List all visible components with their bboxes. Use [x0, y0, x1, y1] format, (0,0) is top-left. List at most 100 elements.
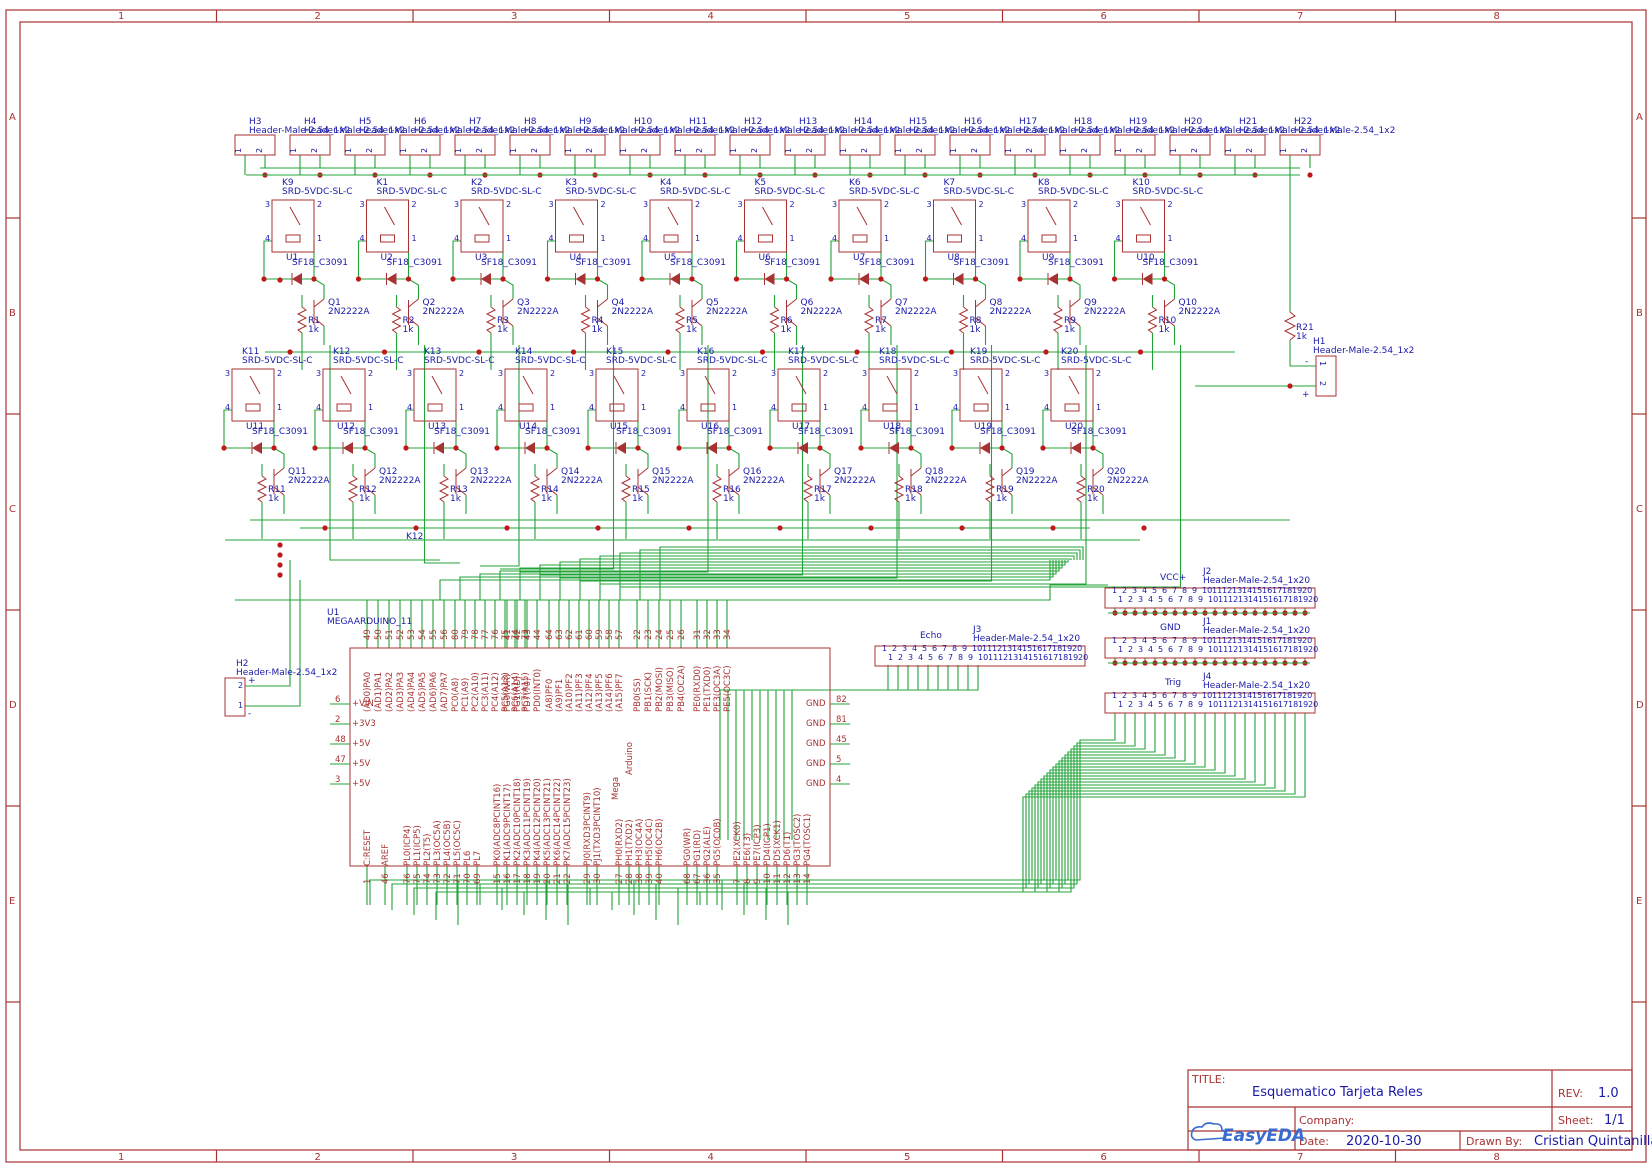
mcu-pin-number: 77	[481, 629, 491, 640]
relay-pin: 3	[589, 369, 594, 378]
relay-pin: 4	[927, 234, 932, 243]
transistor-emitter	[455, 486, 467, 496]
relay-contact	[977, 375, 989, 395]
header-pin-2: 2	[1300, 148, 1309, 153]
wire-segment	[655, 713, 1246, 920]
relay-pin: 3	[265, 200, 270, 209]
relay-coil	[852, 234, 868, 243]
header-pin-1: 1	[619, 148, 628, 153]
header20-pin: 3	[1132, 691, 1137, 700]
header20-pin: 17	[1272, 586, 1282, 595]
relay-pin: 3	[832, 200, 837, 209]
resistor-value: 1k	[450, 494, 462, 504]
header20-pin: 15	[1022, 644, 1032, 653]
transistor-ref: Q16	[743, 467, 762, 477]
wire-segment	[787, 713, 1306, 925]
header-pin-1: 1	[674, 148, 683, 153]
relay-ref: K17	[788, 347, 805, 357]
relay-contact	[573, 206, 584, 226]
relay-pin: 3	[407, 369, 412, 378]
header20-pin: 17	[1278, 595, 1288, 604]
header-body	[729, 134, 771, 156]
resistor-ref: R11	[268, 485, 286, 495]
relay-part: SRD-5VDC-SL-C	[515, 356, 586, 366]
relay-pin: 3	[680, 369, 685, 378]
junction-dot	[277, 552, 283, 558]
header20-body	[1104, 637, 1316, 659]
header20-pin: 10	[1202, 636, 1212, 645]
wire-segment	[500, 345, 615, 570]
mcu-pin-name: PD5(XCK1)	[773, 820, 783, 866]
mcu-pin-name: PC0(A8)	[451, 678, 461, 712]
resistor-zigzag	[529, 475, 541, 503]
header-body	[1169, 134, 1211, 156]
header20-pin: 10	[972, 644, 982, 653]
relay-coil	[700, 403, 716, 412]
mcu-pin-number: 40	[655, 873, 665, 884]
header20-pin: 1	[882, 644, 887, 653]
header20-pin: 16	[1262, 636, 1272, 645]
mcu-pin-number: 52	[396, 629, 406, 640]
transistor-part: 2N2222A	[1084, 307, 1126, 317]
transistor-emitter	[1069, 317, 1081, 327]
junction-dot	[1161, 276, 1168, 282]
header20-pin: 13	[1238, 595, 1248, 604]
junction-dot	[767, 445, 773, 451]
relay-contact	[856, 206, 868, 226]
transistor-part: 2N2222A	[1179, 307, 1221, 317]
grid-col-top: 8	[1494, 11, 1500, 22]
junction-dot	[1141, 525, 1147, 531]
header20-pin: 2	[1122, 586, 1127, 595]
wire-segment	[751, 665, 929, 840]
wire-segment	[245, 560, 291, 687]
resistor-ref: R2	[403, 316, 415, 326]
header-pin-2: 2	[750, 148, 759, 153]
wire-segment	[1001, 447, 1013, 468]
relay-body	[555, 199, 598, 253]
header20-title: Trig	[1164, 678, 1181, 688]
header20-ref: J2	[1202, 567, 1211, 577]
mcu-pin-name: PL1(ICP5)	[413, 825, 423, 866]
h1-plus: +	[1302, 390, 1310, 400]
relay-pin: 4	[771, 403, 776, 412]
relay-pin: 1	[1168, 234, 1173, 243]
relay-part: SRD-5VDC-SL-C	[424, 356, 495, 366]
relay-part: SRD-5VDC-SL-C	[660, 187, 731, 197]
header-body	[1114, 134, 1156, 156]
wire-segment	[245, 580, 301, 707]
diode-symbol	[434, 442, 444, 454]
junction-dot	[858, 445, 864, 451]
wire-segment	[1289, 340, 1316, 367]
header-part: Header-Male-2.54_1x2	[1019, 126, 1120, 136]
relay-pin: 3	[862, 369, 867, 378]
transistor-emitter	[1001, 486, 1013, 496]
wire-segment	[413, 713, 1136, 915]
diode-part: SF18_C3091	[481, 258, 537, 268]
header20-pin: 3	[1138, 645, 1143, 654]
header20-pin: 1	[1112, 691, 1117, 700]
h1-pin-1: 1	[1318, 361, 1327, 366]
wire-segment	[1164, 278, 1176, 299]
mcu-pin-name: PK6(ADC14PCINT22)	[553, 778, 563, 866]
header20-pin: 19	[1292, 691, 1302, 700]
diode-part: SF18_C3091	[954, 258, 1010, 268]
diode-part: SF18_C3091	[434, 427, 490, 437]
relay-pin: 4	[549, 234, 554, 243]
header-part: Header-Male-2.54_1x2	[359, 126, 460, 136]
header-part: Header-Male-2.54_1x2	[1129, 126, 1230, 136]
header20-pin: 15	[1252, 586, 1262, 595]
mcu-pin-number: 23	[644, 629, 654, 640]
diode-part: SF18_C3091	[292, 258, 348, 268]
junction-dot	[635, 445, 641, 451]
relay-pin: 2	[277, 369, 282, 378]
header20-title: Echo	[920, 631, 942, 641]
grid-row-left: C	[9, 504, 16, 515]
mcu-part: MEGAARDUINO_11	[327, 617, 412, 627]
mcu-pin-name: GND	[806, 759, 826, 769]
header-j4: TrigJ4Header-Male-2.54_1x201122334455667…	[1104, 672, 1318, 714]
transistor-collector	[1164, 298, 1175, 308]
header20-part: Header-Male-2.54_1x20	[973, 634, 1080, 644]
mcu-pin-name: PK2(ADC10PCINT18)	[513, 778, 523, 866]
header20-pin: 3	[902, 644, 907, 653]
